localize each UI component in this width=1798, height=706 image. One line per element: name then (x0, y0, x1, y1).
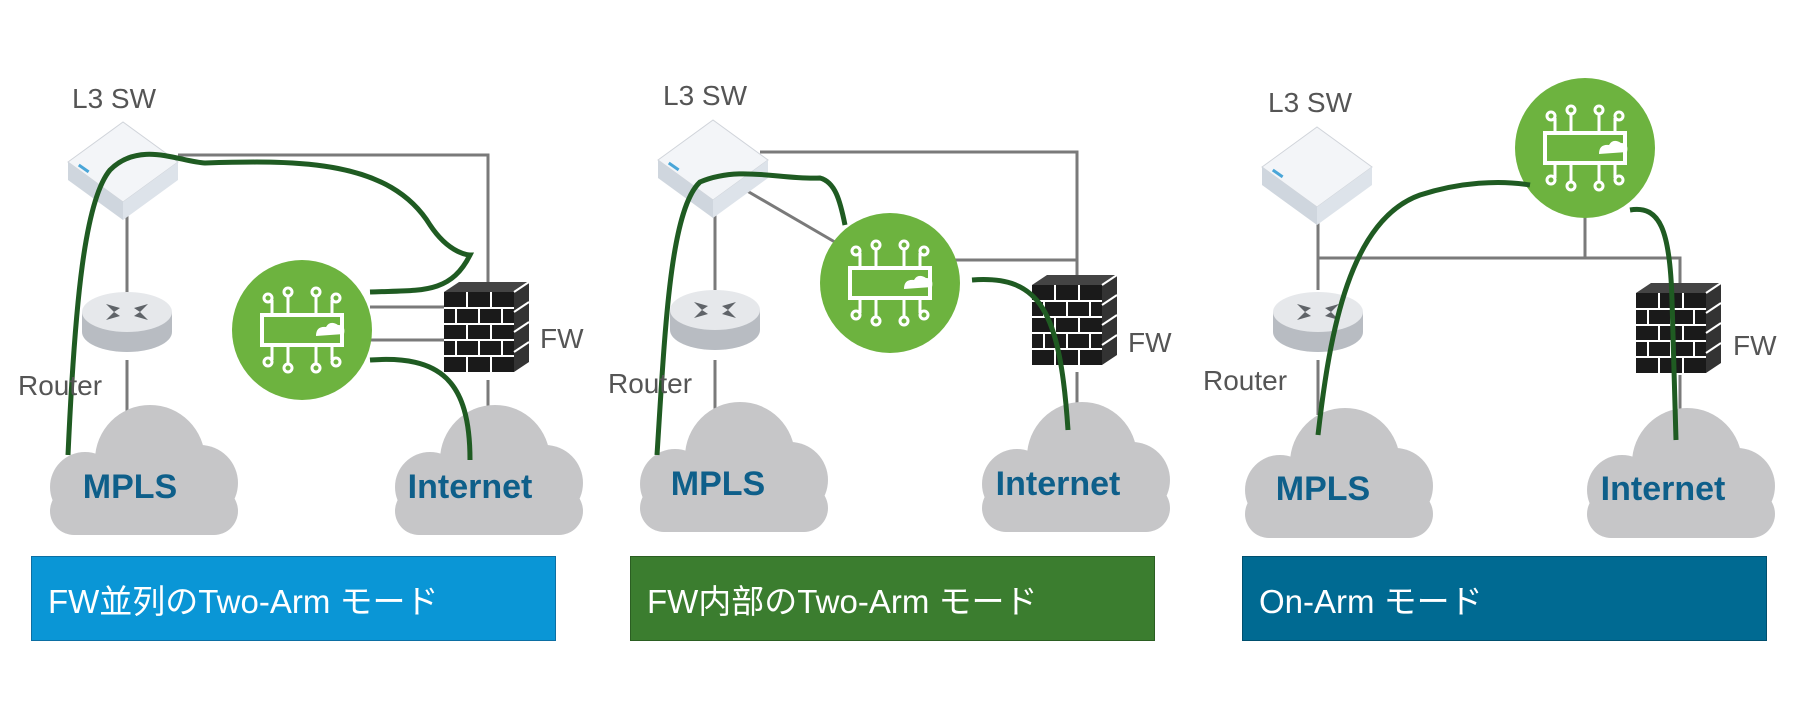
fw-label: FW (1128, 327, 1172, 358)
panel-3-links (1316, 200, 1682, 415)
firewall-icon (1031, 274, 1118, 366)
l3-switch-icon (1261, 126, 1373, 226)
panel-2: L3 SW Router FW MPLS Internet (608, 80, 1172, 532)
mpls-label: MPLS (671, 465, 765, 503)
mpls-label: MPLS (1276, 470, 1370, 508)
switch-label: L3 SW (1268, 87, 1353, 118)
panel-1: L3 SW Router FW MPLS Internet (18, 83, 584, 535)
panel-3: L3 SW Router FW MPLS Internet (1203, 76, 1777, 538)
fw-label: FW (540, 323, 584, 354)
firewall-icon (443, 281, 530, 373)
internet-label: Internet (408, 468, 533, 506)
mpls-label: MPLS (83, 468, 177, 506)
router-label: Router (1203, 365, 1287, 396)
sdwan-appliance-icon (230, 258, 374, 402)
mode-label-2: FW内部のTwo-Arm モード (647, 582, 1038, 620)
panel-1-traffic-paths (65, 151, 475, 461)
router-icon (670, 290, 760, 350)
mode-box-3: On-Arm モード (1242, 556, 1767, 641)
panel-2-traffic-paths (654, 171, 1071, 456)
firewall-icon (1635, 282, 1722, 374)
mode-label-3: On-Arm モード (1259, 582, 1483, 620)
router-label: Router (18, 370, 102, 401)
fw-label: FW (1733, 330, 1777, 361)
internet-label: Internet (996, 465, 1121, 503)
mode-label-1: FW並列のTwo-Arm モード (48, 582, 439, 620)
sdwan-appliance-icon (1513, 76, 1657, 220)
mode-box-1: FW並列のTwo-Arm モード (31, 556, 556, 641)
router-label: Router (608, 368, 692, 399)
switch-label: L3 SW (663, 80, 748, 111)
l3-switch-icon (657, 119, 769, 219)
sdwan-appliance-icon (818, 211, 962, 355)
internet-label: Internet (1601, 470, 1726, 508)
panel-3-traffic-paths (1315, 180, 1679, 441)
mode-box-2: FW内部のTwo-Arm モード (630, 556, 1155, 641)
router-icon (1273, 292, 1363, 352)
l3-switch-icon (67, 121, 179, 221)
router-icon (82, 292, 172, 352)
switch-label: L3 SW (72, 83, 157, 114)
